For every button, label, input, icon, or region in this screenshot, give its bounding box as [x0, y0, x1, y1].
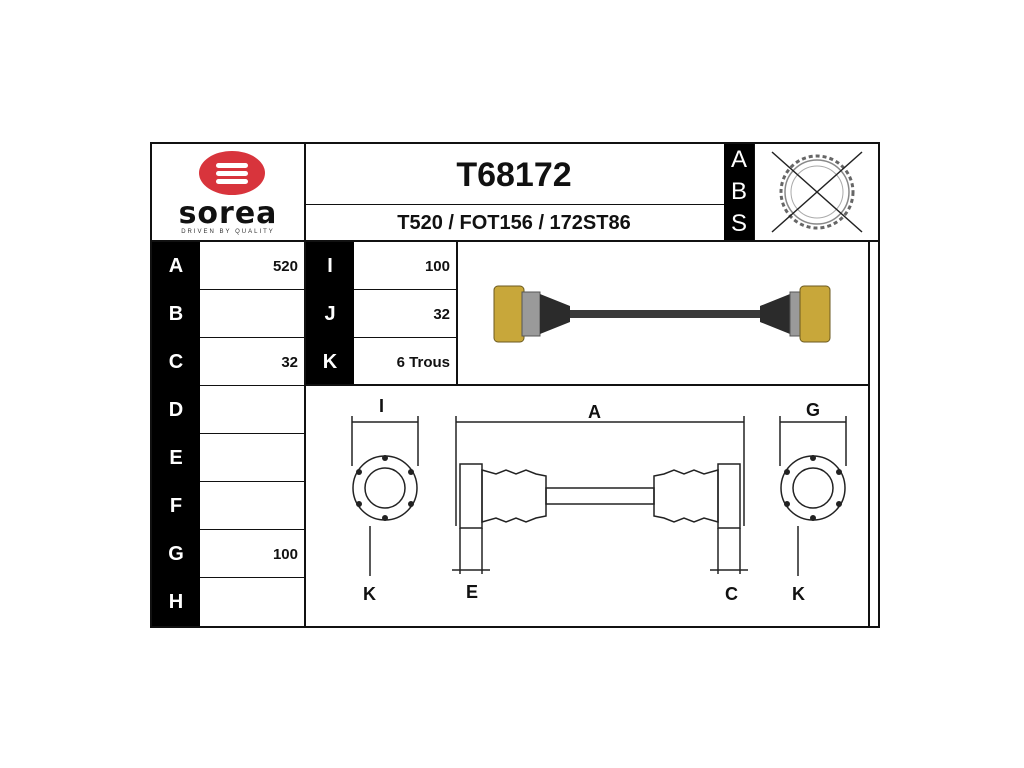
row-letter: A: [152, 242, 200, 290]
row-letter: F: [152, 482, 200, 530]
spec-sheet: sorea DRIVEN BY QUALITY T68172 T520 / FO…: [150, 142, 880, 628]
row-value: 100: [424, 257, 450, 275]
brand-tagline: DRIVEN BY QUALITY: [181, 229, 275, 235]
row-letter: D: [152, 386, 200, 434]
row-letter: B: [152, 290, 200, 338]
row-value: 32: [281, 353, 298, 371]
dim-label-g: G: [806, 400, 821, 420]
row-letter: I: [306, 242, 354, 290]
row-value: [200, 578, 304, 626]
row-letter: C: [152, 338, 200, 386]
abs-letter: S: [730, 210, 747, 237]
sorea-logo-icon: [199, 151, 265, 195]
abs-letter: B: [730, 178, 747, 205]
abs-letter: A: [730, 146, 747, 173]
row-value: 6 Trous: [396, 353, 450, 371]
row-value: [200, 290, 304, 338]
row-value: 32: [433, 305, 450, 323]
row-letter: G: [152, 530, 200, 578]
header-divider: [152, 240, 878, 242]
abs-divider: [754, 144, 755, 240]
cross-references: T520 / FOT156 / 172ST86: [397, 211, 631, 234]
row-value: [200, 434, 304, 482]
abs-column: A B S: [724, 144, 754, 240]
code-divider: [304, 204, 724, 205]
row-value: 100: [272, 545, 298, 563]
row-letter: J: [306, 290, 354, 338]
row-letter: H: [152, 578, 200, 626]
abs-ring-crossed-icon: [771, 151, 863, 233]
dim-label-c: C: [725, 584, 738, 604]
row-value: [200, 482, 304, 530]
dim-label-a: A: [588, 402, 601, 422]
dim-label-k-left: K: [363, 584, 376, 604]
row-letter: E: [152, 434, 200, 482]
dim-label-e: E: [466, 582, 479, 602]
driveshaft-photo: [493, 285, 831, 343]
dim-label-i: I: [379, 396, 385, 416]
brand-name: sorea: [178, 196, 278, 231]
row-value: [200, 386, 304, 434]
row-letter: K: [306, 338, 354, 386]
row-value: 520: [272, 257, 298, 275]
part-number: T68172: [456, 155, 572, 194]
dim-label-k-right: K: [792, 584, 805, 604]
dimension-drawing: [351, 416, 847, 576]
